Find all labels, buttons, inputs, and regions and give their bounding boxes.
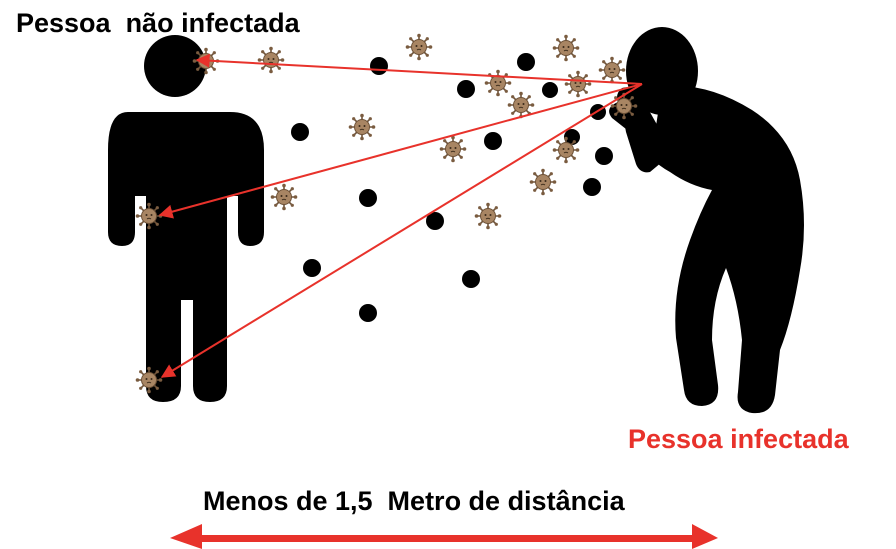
virus-particle-icon xyxy=(551,33,581,63)
virus-particle-icon xyxy=(528,167,558,197)
virus-particle-icon xyxy=(609,91,639,121)
virus-particle-icon xyxy=(134,201,164,231)
droplet-icon xyxy=(303,259,321,277)
distance-double-arrow xyxy=(170,524,718,549)
infected-person-label: Pessoa infectada xyxy=(628,424,849,454)
virus-particle-icon xyxy=(563,69,593,99)
virus-particle-icon xyxy=(269,182,299,212)
droplet-icon xyxy=(462,270,480,288)
droplet-icon xyxy=(370,57,388,75)
virus-particle-icon xyxy=(347,112,377,142)
arrow-to-foot xyxy=(160,83,643,378)
virus-particle-icon xyxy=(404,32,434,62)
droplet-icon xyxy=(359,189,377,207)
droplet-icon xyxy=(291,123,309,141)
virus-particle-icon xyxy=(256,45,286,75)
virus-particle-icon xyxy=(483,68,513,98)
droplet-icon xyxy=(517,53,535,71)
droplet-icon xyxy=(542,82,558,98)
droplet-icon xyxy=(359,304,377,322)
arrow-to-torso xyxy=(158,83,643,219)
droplet-icon xyxy=(564,129,580,145)
droplet-icon xyxy=(426,212,444,230)
virus-particle-icon xyxy=(134,365,164,395)
healthy-person-label: Pessoa não infectada xyxy=(16,8,300,38)
virus-particle-icon xyxy=(473,201,503,231)
droplet-icon xyxy=(457,80,475,98)
distance-label: Menos de 1,5 Metro de distância xyxy=(203,486,625,516)
droplets xyxy=(291,53,613,322)
droplet-icon xyxy=(583,178,601,196)
virus-particle-icon xyxy=(597,55,627,85)
virus-particle-icon xyxy=(551,135,581,165)
arrow-to-head xyxy=(195,53,643,85)
transmission-arrows xyxy=(158,53,643,378)
virus-particle-icon xyxy=(438,134,468,164)
droplet-icon xyxy=(484,132,502,150)
droplet-icon xyxy=(595,147,613,165)
healthy-person-silhouette-icon xyxy=(108,35,264,402)
